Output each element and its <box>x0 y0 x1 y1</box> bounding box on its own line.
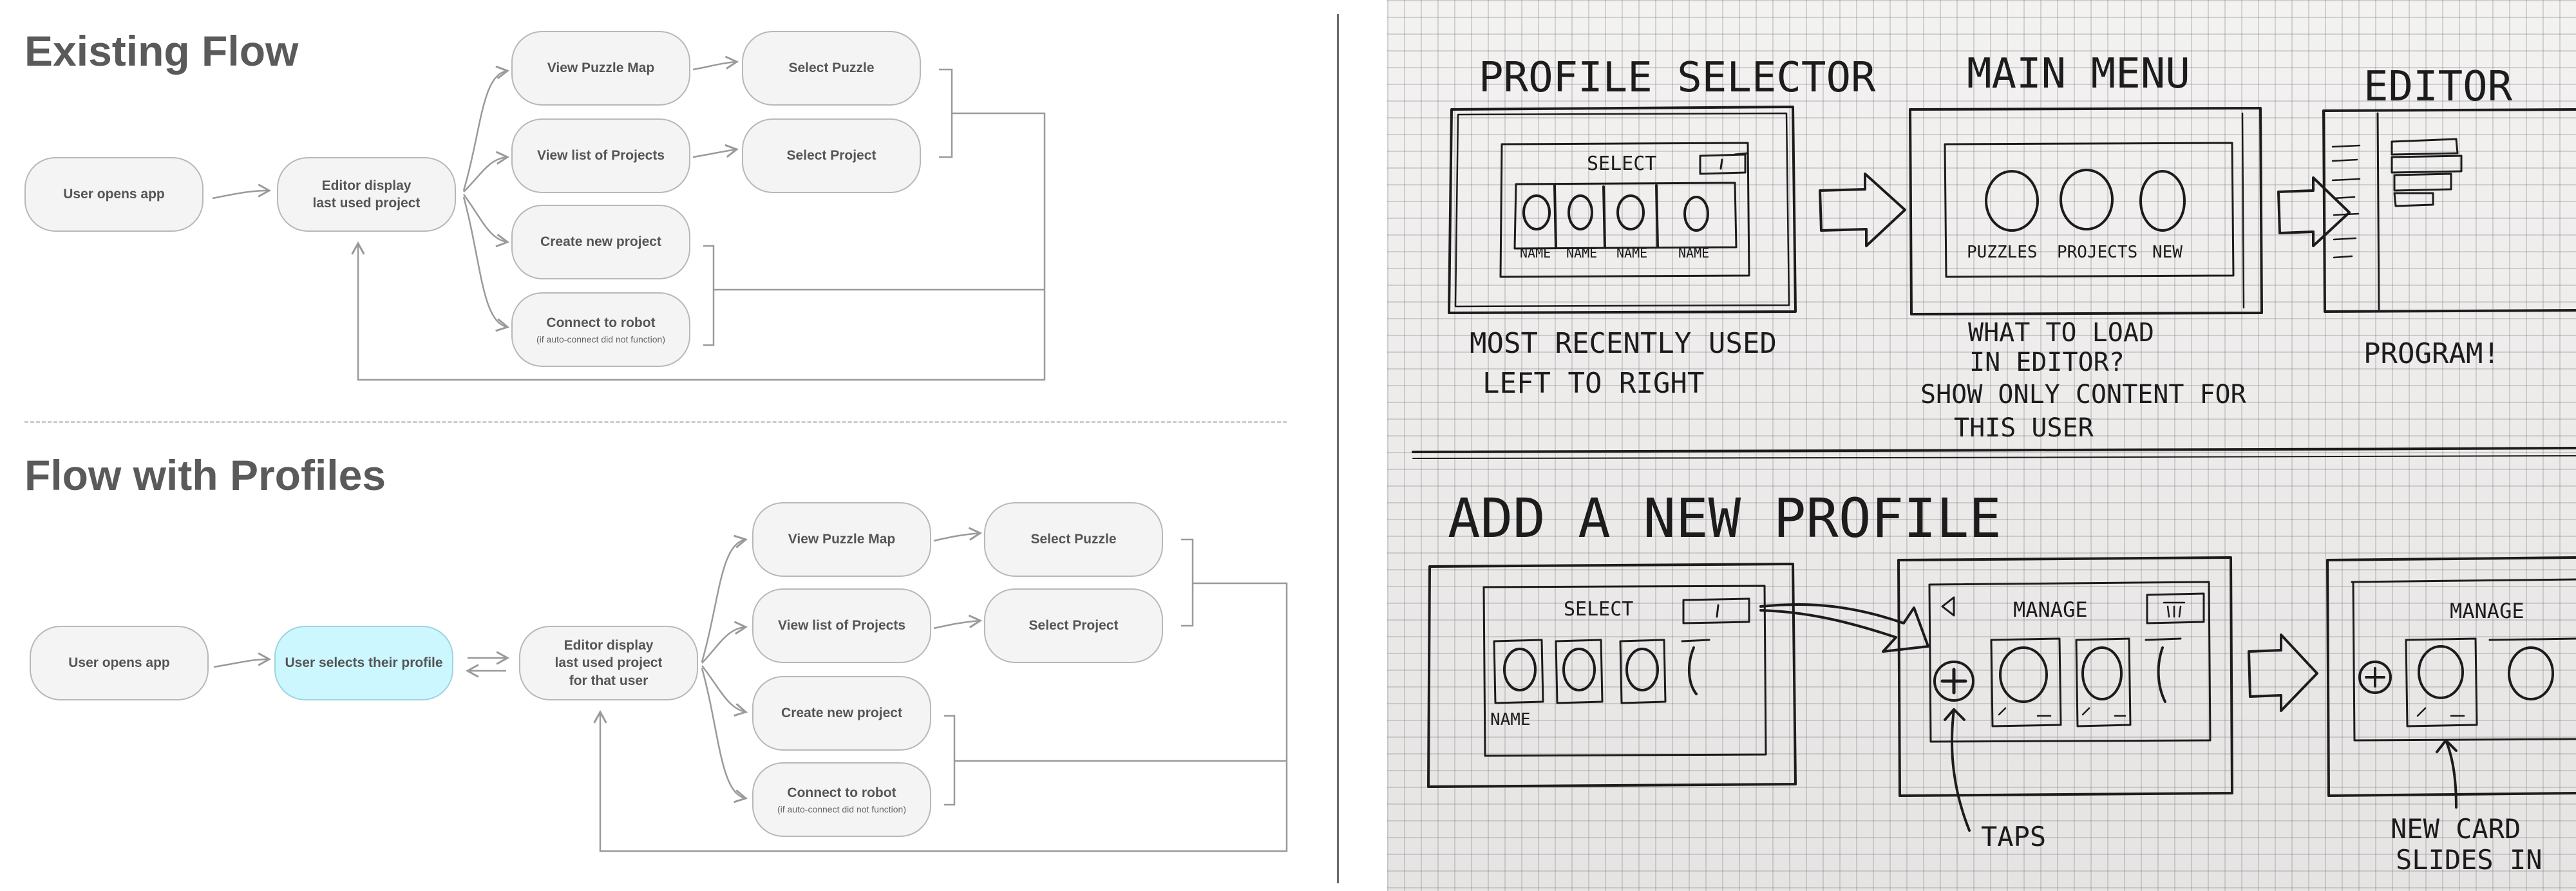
node-connect-robot: Connect to robot (if auto-connect did no… <box>511 292 690 367</box>
sketch-note-load-3: SHOW ONLY CONTENT FOR <box>1920 380 2247 409</box>
node-label: Select Puzzle <box>788 61 875 76</box>
hand-sketch: PROFILE SELECTOR SELECT NAME NAME NAME N… <box>1412 50 2576 876</box>
sketch-note-recent-2: LEFT TO RIGHT <box>1482 367 1704 400</box>
node-user-opens-app-profiles: User opens app <box>30 626 209 700</box>
node-label-line-3: for that user <box>569 673 649 688</box>
node-user-opens-app: User opens app <box>24 157 204 232</box>
node-select-project: Select Project <box>742 118 921 193</box>
sketch-manage-label: MANAGE <box>2013 597 2088 622</box>
node-user-selects-profile: User selects their profile <box>274 626 453 700</box>
node-view-puzzle-map-profiles: View Puzzle Map <box>752 502 931 577</box>
sketch-photo: PROFILE SELECTOR SELECT NAME NAME NAME N… <box>1387 0 2576 891</box>
node-label: Create new project <box>540 234 661 250</box>
node-label: Select Project <box>786 148 876 164</box>
node-label-line-1: Editor display <box>564 638 654 653</box>
node-label: View list of Projects <box>536 148 665 164</box>
node-view-list-projects-profiles: View list of Projects <box>752 588 931 663</box>
node-label: Create new project <box>781 706 902 721</box>
sketch-note-recent-1: MOST RECENTLY USED <box>1470 327 1777 360</box>
sketch-menu-puzzles: PUZZLES <box>1967 243 2038 262</box>
node-create-new-project: Create new project <box>511 205 690 279</box>
sketch-name-2: NAME <box>1566 245 1597 261</box>
node-label: View Puzzle Map <box>788 532 896 547</box>
sketch-note-program: PROGRAM! <box>2363 337 2500 370</box>
sketch-menu-new: NEW <box>2152 243 2183 262</box>
node-label: User opens app <box>63 187 165 202</box>
node-label: Connect to robot <box>787 785 896 801</box>
sketch-title-main-menu: MAIN MENU <box>1967 50 2190 98</box>
node-label-line-1: Editor display <box>321 178 412 193</box>
sketch-name-3: NAME <box>1616 245 1647 261</box>
sketch-text: PROFILE SELECTOR SELECT NAME NAME NAME N… <box>1448 50 2543 876</box>
sketch-name-4: NAME <box>1678 245 1709 261</box>
sketch-note-load-4: THIS USER <box>1954 413 2094 443</box>
node-label: Select Puzzle <box>1030 532 1117 547</box>
node-label: User opens app <box>68 655 170 671</box>
panel-divider <box>1337 14 1339 883</box>
node-editor-display: Editor display last used project <box>277 157 456 232</box>
node-select-puzzle: Select Puzzle <box>742 31 921 106</box>
node-select-puzzle-profiles: Select Puzzle <box>984 502 1163 577</box>
sketch-note-taps: TAPS <box>1981 821 2046 852</box>
sketch-manage-label-2: MANAGE <box>2450 599 2524 623</box>
section-divider <box>24 421 1287 423</box>
flow-connectors <box>212 55 1288 852</box>
sketch-title-editor: EDITOR <box>2363 63 2513 111</box>
existing-flow-title: Existing Flow <box>24 27 299 75</box>
profiles-flow-title: Flow with Profiles <box>24 451 386 499</box>
sketch-note-load-2: IN EDITOR? <box>1969 348 2125 377</box>
node-sublabel: (if auto-connect did not function) <box>777 803 906 814</box>
node-label-line-2: last used project <box>312 196 421 211</box>
flow-diagram-panel: Existing Flow Flow with Profiles <box>24 27 1288 852</box>
sketch-note-new-card-2: SLIDES IN <box>2396 844 2543 876</box>
sketch-add-name-label: NAME <box>1490 710 1531 729</box>
sketch-select-label: SELECT <box>1587 153 1656 175</box>
node-label: Select Project <box>1028 618 1119 633</box>
sketch-title-profile-selector: PROFILE SELECTOR <box>1479 54 1876 102</box>
sketch-title-add-profile: ADD A NEW PROFILE <box>1448 487 2002 550</box>
node-view-puzzle-map: View Puzzle Map <box>511 31 690 106</box>
node-create-new-project-profiles: Create new project <box>752 676 931 751</box>
node-select-project-profiles: Select Project <box>984 588 1163 663</box>
node-label: User selects their profile <box>285 655 443 671</box>
sketch-note-new-card-1: NEW CARD <box>2391 813 2521 845</box>
node-label: View Puzzle Map <box>547 61 655 76</box>
node-view-list-projects: View list of Projects <box>511 118 690 193</box>
node-sublabel: (if auto-connect did not function) <box>536 333 665 344</box>
node-label: View list of Projects <box>777 618 905 633</box>
node-editor-display-profiles: Editor display last used project for tha… <box>519 626 698 700</box>
sketch-name-1: NAME <box>1520 245 1551 261</box>
sketch-note-load-1: WHAT TO LOAD <box>1968 318 2154 348</box>
node-connect-robot-profiles: Connect to robot (if auto-connect did no… <box>752 762 931 837</box>
node-label-line-2: last used project <box>554 655 663 671</box>
node-label: Connect to robot <box>546 315 656 331</box>
sketch-menu-projects: PROJECTS <box>2057 243 2137 262</box>
sketch-add-select-label: SELECT <box>1564 598 1633 621</box>
